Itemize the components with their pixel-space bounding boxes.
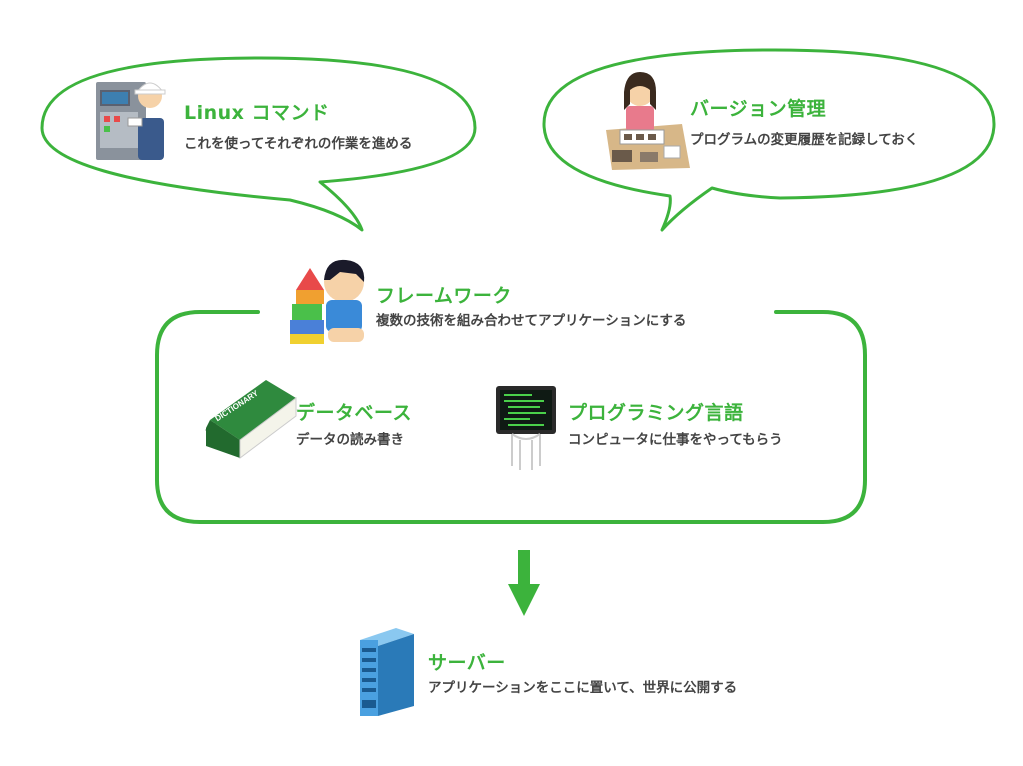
server-title: サーバー (428, 652, 506, 674)
scrapbook-woman-icon (606, 72, 690, 170)
dictionary-book-icon (205, 380, 297, 459)
database-description: データの読み書き (296, 432, 404, 448)
server-description: アプリケーションをここに置いて、世界に公開する (428, 680, 738, 696)
speech-bubble-version-control (542, 48, 996, 232)
programming-language-title: プログラミング言語 (568, 402, 744, 424)
framework-description: 複数の技術を組み合わせてアプリケーションにする (376, 313, 687, 329)
server-tower-icon (360, 628, 414, 716)
factory-worker-icon (96, 82, 166, 160)
version-control-title: バージョン管理 (690, 98, 827, 120)
arrow-down-icon (508, 550, 540, 616)
framework-title: フレームワーク (376, 285, 512, 307)
linux-title: Linux コマンド (184, 102, 330, 124)
linux-description: これを使ってそれぞれの作業を進める (184, 136, 413, 152)
database-title: データベース (296, 402, 413, 424)
programming-language-description: コンピュータに仕事をやってもらう (568, 432, 783, 448)
version-control-description: プログラムの変更履歴を記録しておく (690, 132, 919, 148)
code-monitor-person-icon (496, 386, 556, 470)
framework-container (155, 310, 867, 524)
building-blocks-child-icon (290, 259, 365, 344)
